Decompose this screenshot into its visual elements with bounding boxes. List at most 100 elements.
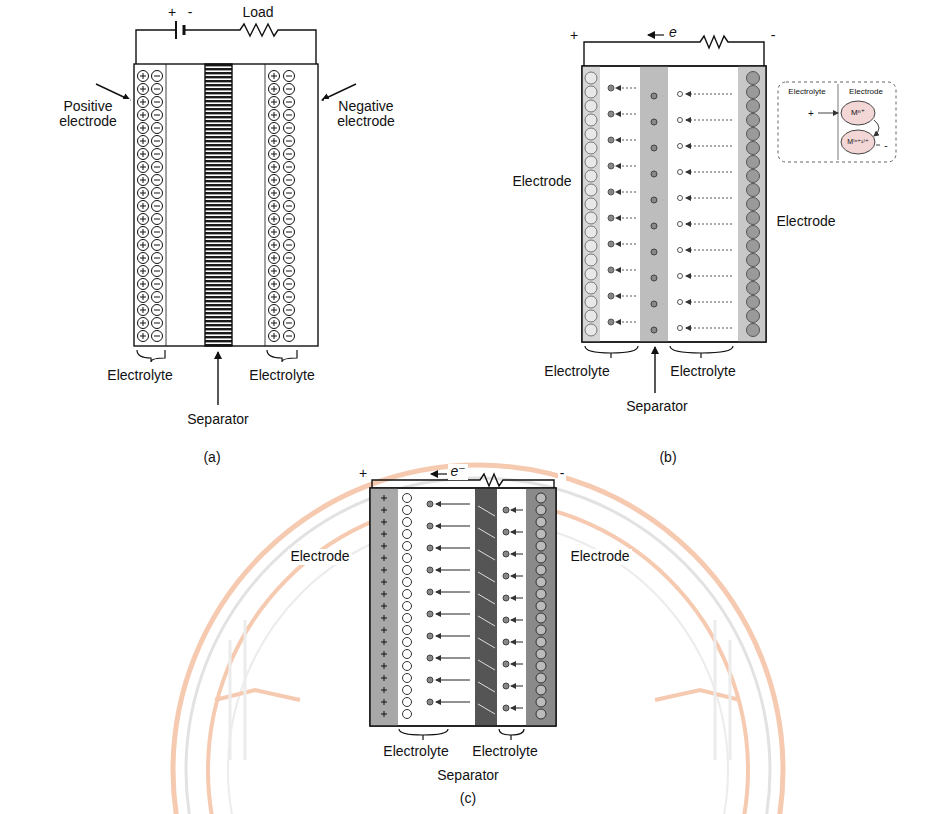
- ion: [403, 614, 412, 623]
- charge-circle: [284, 162, 295, 173]
- ion-arrow: [436, 702, 470, 703]
- ion-arrow: [686, 172, 732, 173]
- charge-circle: [284, 175, 295, 186]
- charge-circle: [152, 318, 163, 329]
- ion-arrow: [616, 270, 636, 271]
- charge-sign: [384, 579, 385, 585]
- ion-arrow: [616, 88, 636, 89]
- ion: [403, 554, 412, 563]
- ion: [651, 119, 657, 125]
- ion: [651, 171, 657, 177]
- charge-sign: [274, 86, 275, 92]
- ion-arrows: [585, 72, 760, 337]
- charge-circle: [269, 214, 280, 225]
- electrolyte-label: Electrolyte: [105, 368, 174, 383]
- ion: [403, 566, 412, 575]
- charge-sign: [286, 284, 292, 285]
- charge-circle: [269, 162, 280, 173]
- electrode-particle: [536, 493, 546, 503]
- ion-arrow: [616, 140, 636, 141]
- electrode-particle: [585, 296, 597, 308]
- charge-circle: [152, 110, 163, 121]
- electrode-particle: [747, 226, 760, 239]
- charge-sign: [143, 268, 144, 274]
- ion-arrow: [511, 532, 523, 533]
- charge-sign: [143, 125, 144, 131]
- electrode-particle: [585, 184, 597, 196]
- ion-arrow: [436, 614, 470, 615]
- ion: [678, 326, 683, 331]
- electrode-particle: [536, 505, 546, 515]
- ion: [427, 501, 433, 507]
- ion: [403, 494, 412, 503]
- electrode-particle: [585, 156, 597, 168]
- ion: [503, 705, 509, 711]
- terminal-sign: +: [568, 28, 580, 43]
- charge-sign: [274, 73, 275, 79]
- charge-sign: [286, 232, 292, 233]
- charge-circle: [269, 188, 280, 199]
- ion-arrow: [511, 510, 523, 511]
- charge-circle: [284, 201, 295, 212]
- charge-sign: [286, 141, 292, 142]
- charge-sign: [384, 675, 385, 681]
- charge-circle: [269, 84, 280, 95]
- ion-arrow: [686, 146, 732, 147]
- charge-circle: [269, 201, 280, 212]
- ion-arrow: [436, 680, 470, 681]
- electrolyte-label: Electrolyte: [247, 368, 316, 383]
- charge-sign: [154, 180, 160, 181]
- charge-sign: [384, 615, 385, 621]
- terminal-sign: -: [558, 466, 567, 481]
- electrolyte-label: Electrolyte: [470, 744, 539, 759]
- charge-circle: [284, 84, 295, 95]
- charge-circle: [284, 292, 295, 303]
- charge-circle: [284, 331, 295, 342]
- ion: [651, 275, 657, 281]
- ion: [403, 686, 412, 695]
- ion: [427, 567, 433, 573]
- charge-circle: [284, 136, 295, 147]
- ion: [427, 655, 433, 661]
- electrolyte-label: Electrolyte: [381, 744, 450, 759]
- ion-arrow: [616, 166, 636, 167]
- separator-label: Separator: [185, 412, 250, 427]
- charge-circle: [152, 188, 163, 199]
- charge-sign: [154, 154, 160, 155]
- ion-arrow: [686, 94, 732, 95]
- charge-circle: [284, 97, 295, 108]
- charge-sign: [384, 495, 385, 501]
- charge-sign: [384, 555, 385, 561]
- charge-circle: [152, 279, 163, 290]
- ion-arrow: [686, 120, 732, 121]
- charge-circle: [152, 136, 163, 147]
- charge-circle: [152, 149, 163, 160]
- ion: [651, 301, 657, 307]
- electrode-particle: [536, 637, 546, 647]
- charge-circle: [152, 305, 163, 316]
- charge-circle: [138, 292, 149, 303]
- charge-circle: [138, 188, 149, 199]
- charge-sign: [286, 258, 292, 259]
- ion: [403, 698, 412, 707]
- charge-sign: [274, 294, 275, 300]
- inset-sign: -: [882, 140, 889, 151]
- ion: [651, 197, 657, 203]
- charge-circle: [284, 318, 295, 329]
- ion: [608, 85, 614, 91]
- ion: [403, 590, 412, 599]
- electrode-particle: [585, 86, 597, 98]
- ion: [403, 542, 412, 551]
- charge-circle: [269, 292, 280, 303]
- charge-sign: [274, 242, 275, 248]
- charge-circle: [269, 253, 280, 264]
- cell-b: [582, 35, 896, 393]
- ion: [678, 170, 683, 175]
- ion: [503, 617, 509, 623]
- electrode-particle: [536, 589, 546, 599]
- electrode-particle: [747, 324, 760, 337]
- charge-circle: [269, 331, 280, 342]
- ion: [608, 111, 614, 117]
